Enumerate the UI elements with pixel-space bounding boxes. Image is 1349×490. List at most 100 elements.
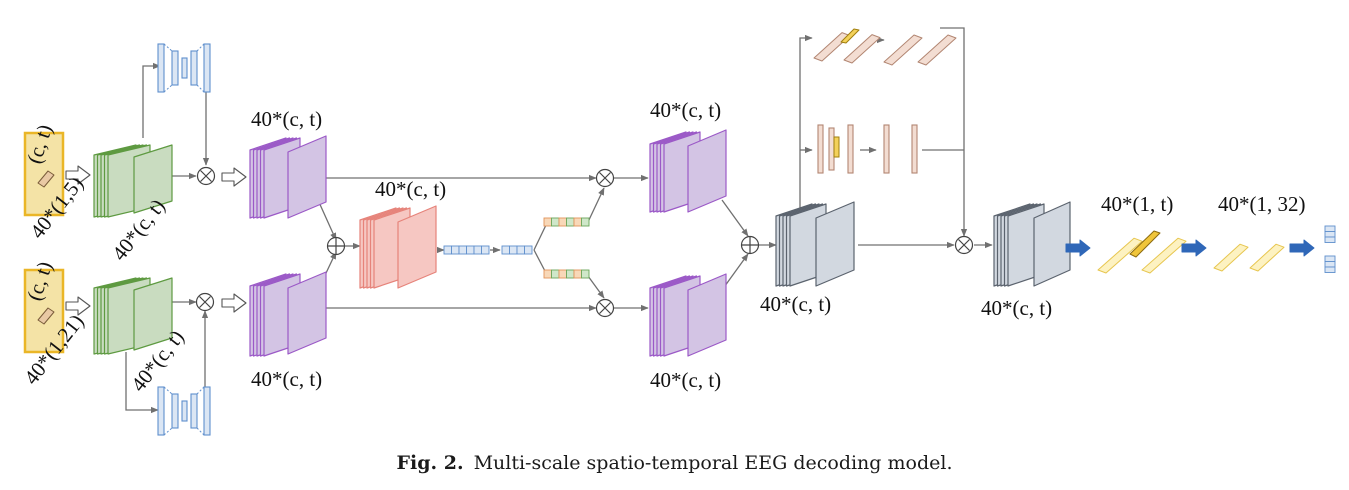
line-top-to-sum <box>317 199 337 241</box>
mul-bottom-2-mark <box>599 302 611 314</box>
output-cell <box>1324 236 1336 243</box>
att-bottom-cell <box>566 269 575 279</box>
att-bottom-cell <box>581 269 590 279</box>
peach-mid-bar <box>847 124 854 174</box>
gray-sum-slab <box>815 201 855 287</box>
caption-text: Multi-scale spatio-temporal EEG decoding… <box>473 452 953 474</box>
purple-bottom-in-slab <box>287 271 327 355</box>
line-peach-top-down <box>940 27 968 237</box>
green-slab-top <box>133 144 173 214</box>
line-att-bottom-to-mul <box>587 275 605 299</box>
vector-2-cell <box>509 245 518 255</box>
encoder-bottom-bar <box>171 393 179 429</box>
att-top-cell <box>566 217 575 227</box>
red-stack-slab <box>397 205 437 289</box>
vector-1-cell <box>443 245 452 255</box>
input-bottom-kernel <box>37 307 55 325</box>
output-cell <box>1324 231 1336 238</box>
att-bottom-cell <box>558 269 567 279</box>
vector-2-cell <box>516 245 525 255</box>
yellow-1a <box>1097 237 1143 274</box>
att-bottom-cell <box>573 269 582 279</box>
output-cell <box>1324 225 1336 232</box>
vector-1-cell <box>481 245 490 255</box>
yellow-1b <box>1141 237 1187 274</box>
line-vec-to-att-bottom <box>533 249 547 274</box>
yellow-2b <box>1249 243 1285 272</box>
purple-top-out-slab <box>687 129 727 213</box>
peach-top-1 <box>813 32 851 62</box>
peach-mid-bar <box>828 127 835 171</box>
hollow-arrow-bottom-1 <box>65 296 91 316</box>
purple-top-in-slab <box>287 135 327 219</box>
encoder-top-bar <box>157 43 165 93</box>
model-diagram: (c, t) 40*(1,5) 40*(c, t) (c, t) 40*(1,2… <box>19 27 1336 436</box>
blue-arrow-3 <box>1289 239 1315 257</box>
peach-top-4 <box>917 34 957 66</box>
output-cell <box>1324 266 1336 273</box>
encoder-top-edge <box>163 43 205 93</box>
purple-bottom-out-slab <box>687 273 727 357</box>
hollow-arrow-top-2 <box>221 167 247 187</box>
purple-top-out-label: 40*(c, t) <box>650 98 721 122</box>
peach-mid-bar <box>817 124 824 174</box>
blocks <box>23 28 1336 436</box>
line-att-top-to-mul <box>587 187 605 223</box>
vector-2-cell <box>524 245 533 255</box>
yellow-2-label: 40*(1, 32) <box>1218 192 1306 216</box>
sum-2-mark <box>741 236 759 254</box>
att-top-cell <box>573 217 582 227</box>
line-vec-to-att-top <box>533 224 548 251</box>
mul-top-1-mark <box>200 170 212 182</box>
vector-1-cell <box>473 245 482 255</box>
vector-1-cell <box>466 245 475 255</box>
purple-bottom-in-label: 40*(c, t) <box>251 367 322 391</box>
purple-top-in-label: 40*(c, t) <box>251 107 322 131</box>
peach-top-2 <box>843 34 881 64</box>
mul-top-2-mark <box>599 172 611 184</box>
vector-1-cell <box>458 245 467 255</box>
vector-2-cell <box>501 245 510 255</box>
input-top-block <box>23 131 65 217</box>
att-top-cell <box>543 217 552 227</box>
vector-1-cell <box>451 245 460 255</box>
att-top-cell <box>551 217 560 227</box>
blue-arrow-1 <box>1065 239 1091 257</box>
att-top-cell <box>581 217 590 227</box>
yellow-2a <box>1213 243 1249 272</box>
yellow-1-kernel <box>1129 230 1161 258</box>
encoder-top-bar <box>203 43 211 93</box>
input-top-kernel <box>37 170 55 188</box>
att-top-cell <box>558 217 567 227</box>
gray-sum-label: 40*(c, t) <box>760 292 831 316</box>
output-cell <box>1324 261 1336 268</box>
yellow-1-label: 40*(1, t) <box>1101 192 1173 216</box>
line-gray-to-peach-top <box>799 34 813 210</box>
red-stack-label: 40*(c, t) <box>375 177 446 201</box>
att-bottom-cell <box>551 269 560 279</box>
hollow-arrow-bottom-2 <box>221 293 247 313</box>
figure-caption: Fig. 2. Multi-scale spatio-temporal EEG d… <box>0 452 1349 474</box>
gray-out-slab <box>1033 201 1071 287</box>
peach-top-kernel <box>840 28 860 44</box>
encoder-bottom-bar <box>190 393 198 429</box>
line-to-encoder-bottom <box>125 352 159 414</box>
green-slab-bottom <box>133 277 173 351</box>
encoder-bottom-bar <box>181 400 188 422</box>
sum-1-mark <box>327 237 345 255</box>
line-purple-top-to-sum <box>721 199 749 237</box>
encoder-bottom-bar <box>157 386 165 436</box>
line-to-encoder-top <box>142 62 161 138</box>
input-bottom-block <box>23 268 65 354</box>
encoder-top-bar <box>171 50 179 86</box>
peach-mid-bar <box>911 124 918 174</box>
mul-final-mark <box>958 239 970 251</box>
caption-number: Fig. 2. <box>396 452 464 474</box>
peach-top-3 <box>883 34 923 66</box>
encoder-top-bar <box>190 50 198 86</box>
encoder-top-bar <box>181 57 188 79</box>
blue-arrow-2 <box>1181 239 1207 257</box>
encoder-bottom-edge <box>163 386 205 436</box>
att-bottom-cell <box>543 269 552 279</box>
